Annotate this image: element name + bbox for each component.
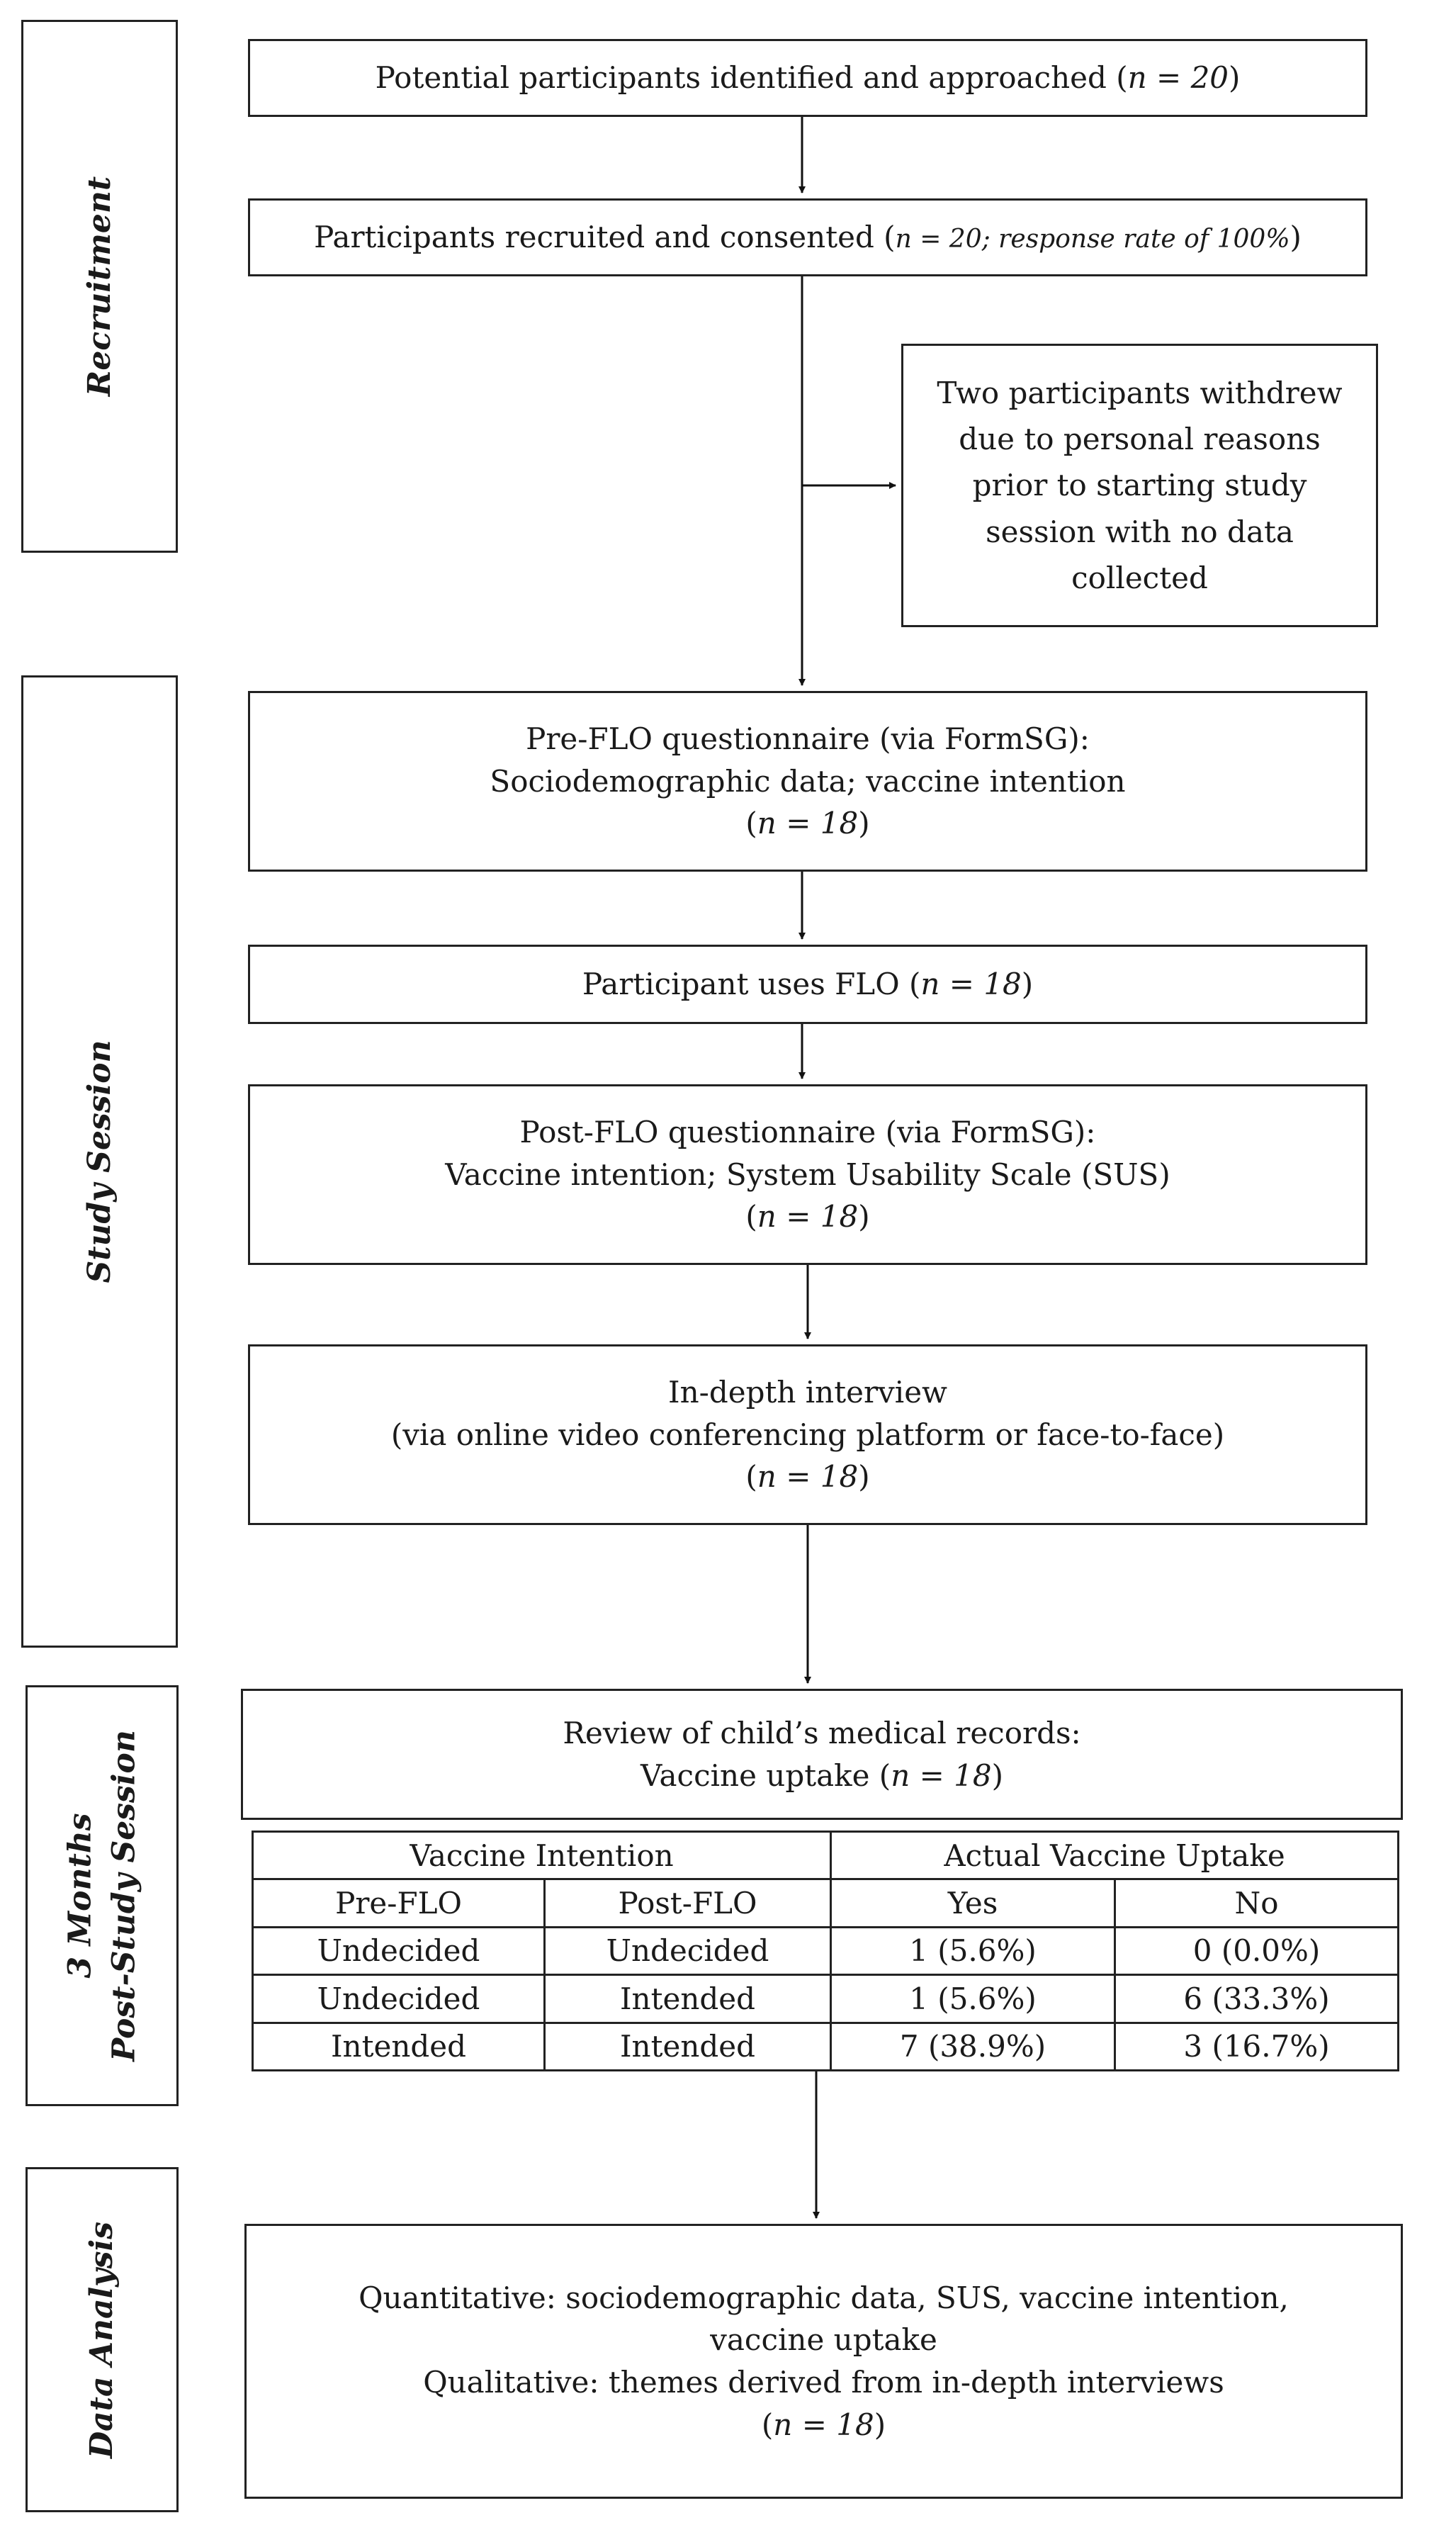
sample-size: n = 18	[757, 1199, 859, 1235]
table-cell: 7 (38.9%)	[830, 2021, 1117, 2072]
sample-size: n = 18	[891, 1758, 992, 1793]
table-group-header-row: Vaccine Intention Actual Vaccine Uptake	[251, 1830, 1400, 1881]
sample-size: n = 18	[757, 806, 859, 841]
phase-recruitment: Recruitment	[21, 20, 178, 553]
sample-size: n = 20	[1127, 60, 1229, 96]
table-sub-header-row: Pre-FLO Post-FLO Yes No	[252, 1878, 1400, 1928]
table-cell: Intended	[543, 1974, 833, 2024]
box-participant-uses-flo: Participant uses FLO (n = 18)	[248, 945, 1367, 1024]
pre-flo-header: Pre-FLO	[252, 1878, 546, 1928]
phase-study-session: Study Session	[21, 675, 178, 1648]
sample-size: n = 18	[773, 2407, 874, 2442]
table-row: Intended Intended 7 (38.9%) 3 (16.7%)	[252, 2021, 1400, 2072]
sample-size: n = 18	[757, 1459, 859, 1495]
box-medical-records-review: Review of child’s medical records: Vacci…	[241, 1689, 1403, 1820]
table-cell: 1 (5.6%)	[830, 1974, 1117, 2024]
post-flo-header: Post-FLO	[543, 1878, 833, 1928]
vaccine-intention-header: Vaccine Intention	[251, 1830, 833, 1881]
table-cell: 0 (0.0%)	[1114, 1925, 1400, 1976]
table-cell: Undecided	[543, 1925, 833, 1976]
vaccine-outcome-table: Vaccine Intention Actual Vaccine Uptake …	[251, 1830, 1400, 2072]
sample-size: n = 18	[920, 967, 1022, 1002]
box-in-depth-interview: In-depth interview (via online video con…	[248, 1344, 1367, 1525]
box-data-analysis: Quantitative: sociodemographic data, SUS…	[244, 2224, 1403, 2499]
table-cell: Undecided	[252, 1974, 546, 2024]
table-cell: Intended	[252, 2021, 546, 2072]
table-cell: 6 (33.3%)	[1114, 1974, 1400, 2024]
no-header: No	[1114, 1878, 1400, 1928]
table-row: Undecided Undecided 1 (5.6%) 0 (0.0%)	[252, 1925, 1400, 1976]
box-withdrew: Two participants withdrew due to persona…	[901, 344, 1378, 627]
table-row: Undecided Intended 1 (5.6%) 6 (33.3%)	[252, 1974, 1400, 2024]
box-pre-flo-questionnaire: Pre-FLO questionnaire (via FormSG): Soci…	[248, 691, 1367, 872]
phase-data-analysis: Data Analysis	[26, 2167, 179, 2512]
table-cell: 3 (16.7%)	[1114, 2021, 1400, 2072]
phase-three-months: 3 Months Post-Study Session	[26, 1685, 179, 2106]
table-cell: 1 (5.6%)	[830, 1925, 1117, 1976]
sample-size: n = 20; response rate of 100%	[895, 225, 1290, 254]
table-cell: Undecided	[252, 1925, 546, 1976]
yes-header: Yes	[830, 1878, 1117, 1928]
box-post-flo-questionnaire: Post-FLO questionnaire (via FormSG): Vac…	[248, 1084, 1367, 1265]
box-participants-identified: Potential participants identified and ap…	[248, 39, 1367, 117]
box-participants-recruited: Participants recruited and consented (n …	[248, 198, 1367, 276]
table-cell: Intended	[543, 2021, 833, 2072]
actual-vaccine-uptake-header: Actual Vaccine Uptake	[830, 1830, 1400, 1881]
